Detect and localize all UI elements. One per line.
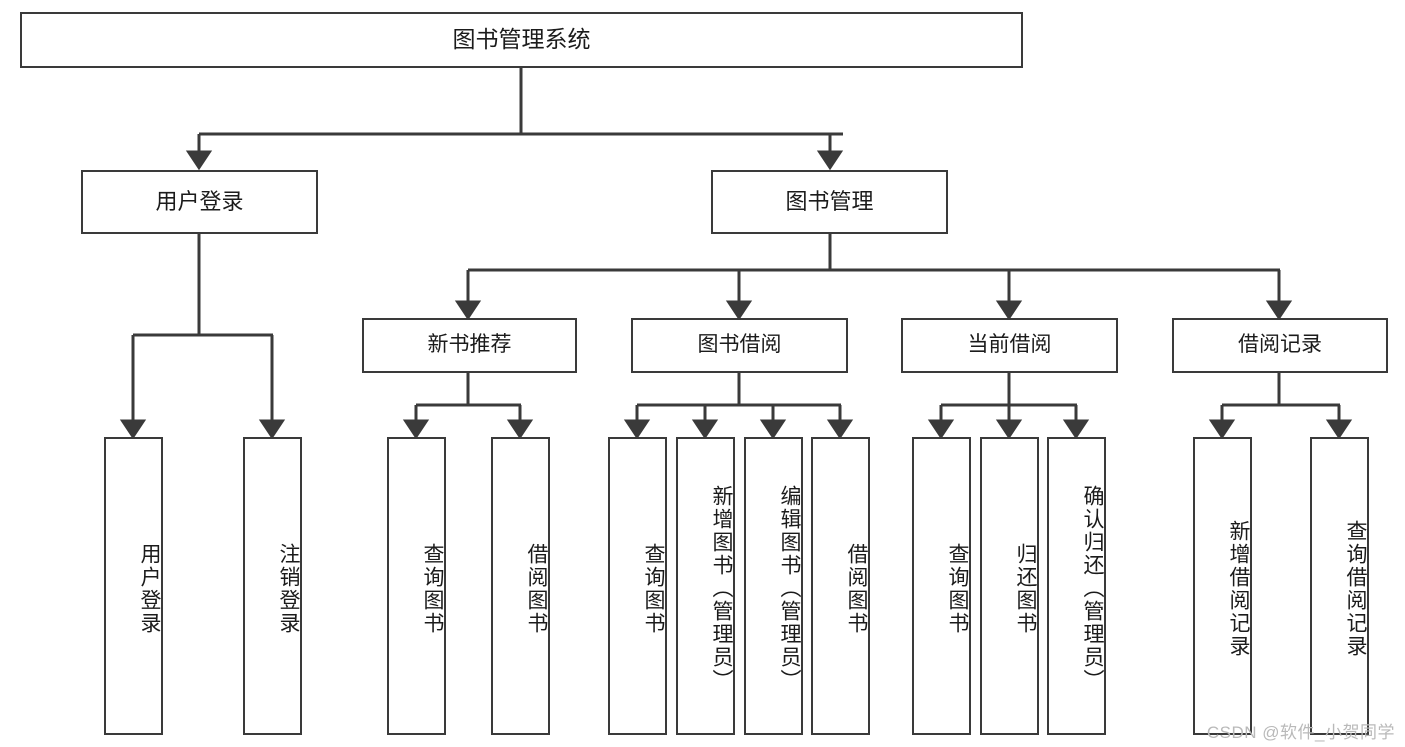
node-book-management[interactable]: 图书管理 bbox=[711, 170, 948, 234]
node-borrowing-record[interactable]: 借阅记录 bbox=[1172, 318, 1388, 373]
node-book-borrowing[interactable]: 图书借阅 bbox=[631, 318, 848, 373]
csdn-watermark: CSDN @软件_小贺同学 bbox=[1206, 723, 1395, 742]
leaf-current-borrow-query-books[interactable]: 查询图书 bbox=[912, 437, 971, 735]
leaf-new-book-query-books[interactable]: 查询图书 bbox=[387, 437, 446, 735]
node-current-borrowing[interactable]: 当前借阅 bbox=[901, 318, 1118, 373]
leaf-current-borrow-return-books[interactable]: 归还图书 bbox=[980, 437, 1039, 735]
leaf-borrow-record-query-record[interactable]: 查询借阅记录 bbox=[1310, 437, 1369, 735]
leaf-book-borrow-query-books[interactable]: 查询图书 bbox=[608, 437, 667, 735]
leaf-user-login-logout[interactable]: 注销登录 bbox=[243, 437, 302, 735]
leaf-new-book-borrow-books[interactable]: 借阅图书 bbox=[491, 437, 550, 735]
leaf-current-borrow-confirm-return-admin[interactable]: 确认归还（管理员） bbox=[1047, 437, 1106, 735]
node-root-book-management-system[interactable]: 图书管理系统 bbox=[20, 12, 1023, 68]
leaf-book-borrow-add-book-admin[interactable]: 新增图书（管理员） bbox=[676, 437, 735, 735]
leaf-book-borrow-borrow-books[interactable]: 借阅图书 bbox=[811, 437, 870, 735]
node-user-login[interactable]: 用户登录 bbox=[81, 170, 318, 234]
leaf-book-borrow-edit-book-admin[interactable]: 编辑图书（管理员） bbox=[744, 437, 803, 735]
leaf-borrow-record-add-record[interactable]: 新增借阅记录 bbox=[1193, 437, 1252, 735]
leaf-user-login-login[interactable]: 用户登录 bbox=[104, 437, 163, 735]
node-new-book-recommendation[interactable]: 新书推荐 bbox=[362, 318, 577, 373]
